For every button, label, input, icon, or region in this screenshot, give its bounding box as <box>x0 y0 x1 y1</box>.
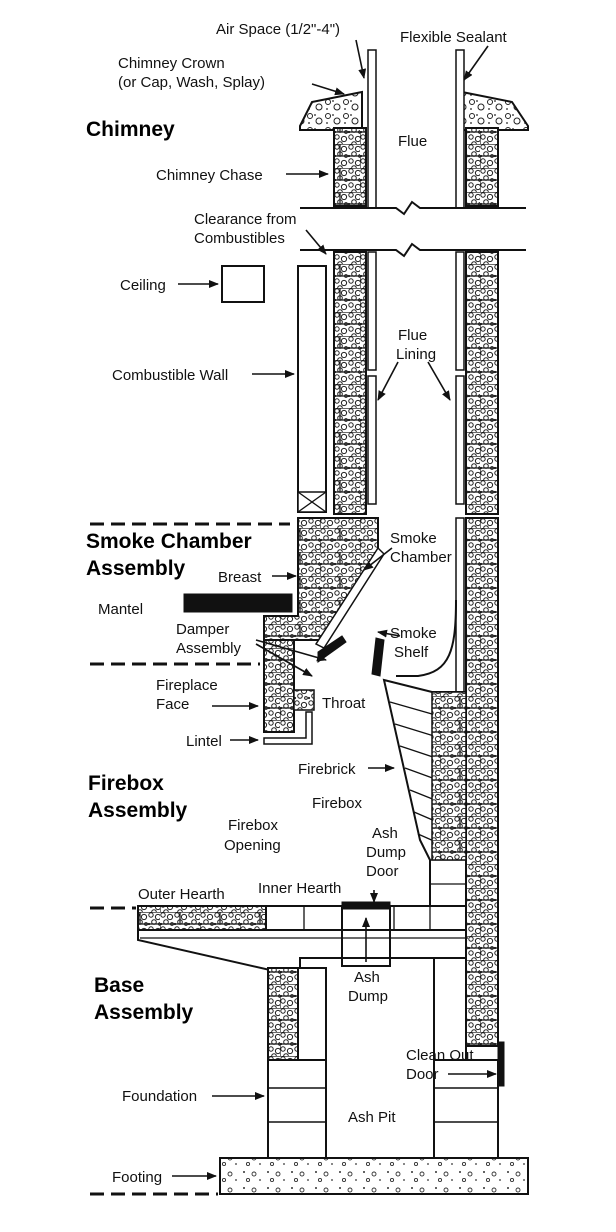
label-firebox-opening-2: Opening <box>224 837 281 854</box>
label-ash-dump-door-3: Door <box>366 863 399 880</box>
wall-xbox <box>297 491 327 513</box>
foundation-left <box>267 1059 327 1161</box>
label-chimney-crown-1: Chimney Crown <box>118 55 225 72</box>
label-mantel: Mantel <box>98 601 143 618</box>
label-combustible-wall: Combustible Wall <box>112 367 228 384</box>
foundation-left-joints <box>268 1087 326 1123</box>
label-outer-hearth: Outer Hearth <box>138 886 225 903</box>
label-throat: Throat <box>322 695 366 712</box>
chimney-chase-left-lower <box>333 251 367 515</box>
section-chimney: Chimney <box>86 118 175 141</box>
outer-hearth-brick <box>137 905 267 931</box>
arrow-damper-2 <box>255 643 313 677</box>
arrow-flue-lining-left <box>377 361 399 401</box>
inner-hearth-joints <box>303 906 431 930</box>
label-ash-dump-2: Dump <box>348 988 388 1005</box>
arrow-clearance <box>305 229 327 255</box>
flue-liner-right-lower <box>455 251 465 371</box>
arrow-flue-lining-right <box>427 361 451 401</box>
chimney-chase-right-lower <box>465 251 499 515</box>
ceiling-shape <box>221 265 265 303</box>
label-clean-out-2: Door <box>406 1066 439 1083</box>
base-left-masonry <box>267 967 299 1061</box>
label-flue-lining-2: Lining <box>396 346 436 363</box>
chimney-chase-right <box>465 127 499 207</box>
label-clearance-2: Combustibles <box>194 230 285 247</box>
label-foundation: Foundation <box>122 1088 197 1105</box>
label-ash-pit: Ash Pit <box>348 1109 396 1126</box>
damper-flap <box>371 637 385 677</box>
arrow-flexible-sealant <box>463 45 489 81</box>
throat-block <box>293 689 315 711</box>
right-chimney-masonry <box>465 517 499 1047</box>
label-flue-lining-1: Flue <box>398 327 427 344</box>
label-chimney-chase: Chimney Chase <box>156 167 263 184</box>
label-breast: Breast <box>218 569 262 586</box>
chimney-crown-right <box>461 90 529 131</box>
label-smoke-shelf-1: Smoke <box>390 625 437 642</box>
label-ash-dump-door-2: Dump <box>366 844 406 861</box>
label-flexible-sealant: Flexible Sealant <box>400 29 508 46</box>
label-ash-dump-1: Ash <box>354 969 380 986</box>
arrow-smoke-shelf <box>377 629 401 638</box>
hearth-slab <box>137 929 467 971</box>
fireplace-face-masonry <box>263 639 295 733</box>
arrow-air-space <box>355 39 367 79</box>
arrow-crown <box>311 83 345 96</box>
mantel-shape <box>183 593 293 613</box>
label-clean-out-1: Clean Out <box>406 1047 474 1064</box>
footing-shape <box>219 1157 529 1195</box>
section-base-2: Assembly <box>94 1001 194 1024</box>
label-chimney-crown-2: (or Cap, Wash, Splay) <box>118 74 265 91</box>
section-firebox-2: Assembly <box>88 799 188 822</box>
section-smoke-chamber-2: Assembly <box>86 557 186 580</box>
label-ash-dump-door-1: Ash <box>372 825 398 842</box>
chimney-crown-left <box>299 90 363 131</box>
combustible-wall-shape <box>297 265 327 513</box>
label-fireplace-face-1: Fireplace <box>156 677 218 694</box>
label-lintel: Lintel <box>186 733 222 750</box>
break-line-bottom <box>300 242 526 258</box>
flue-liner-left-lower2 <box>367 375 377 505</box>
label-damper-1: Damper <box>176 621 229 638</box>
flue-liner-right-smoke <box>455 517 465 697</box>
base-left-inner <box>297 967 327 1061</box>
foundation-right-joints <box>434 1087 498 1123</box>
label-ceiling: Ceiling <box>120 277 166 294</box>
label-smoke-chamber-2: Chamber <box>390 549 452 566</box>
smoke-shelf-shape <box>396 599 457 677</box>
ash-dump-chute <box>341 905 391 967</box>
flue-liner-left-lower <box>367 251 377 371</box>
label-air-space: Air Space (1/2"-4") <box>216 21 340 38</box>
label-inner-hearth: Inner Hearth <box>258 880 341 897</box>
flue-liner-left-upper <box>367 49 377 209</box>
label-fireplace-face-2: Face <box>156 696 189 713</box>
label-firebrick: Firebrick <box>298 761 356 778</box>
label-damper-2: Assembly <box>176 640 242 657</box>
break-line-top <box>300 200 526 216</box>
lintel-shape <box>263 711 313 745</box>
section-base-1: Base <box>94 974 144 997</box>
label-firebox: Firebox <box>312 795 363 812</box>
foundation-right <box>433 1059 499 1161</box>
label-firebox-opening-1: Firebox <box>228 817 279 834</box>
arrow-damper <box>255 639 327 662</box>
label-smoke-chamber-1: Smoke <box>390 530 437 547</box>
flue-liner-right-lower2 <box>455 375 465 505</box>
firebox-back-masonry <box>431 691 467 861</box>
base-right-inner <box>433 957 467 1061</box>
label-smoke-shelf-2: Shelf <box>394 644 429 661</box>
flue-liner-right-upper <box>455 49 465 209</box>
arrow-smoke-chamber <box>363 547 393 571</box>
label-clearance-1: Clearance from <box>194 211 297 228</box>
section-smoke-chamber-1: Smoke Chamber <box>86 530 252 553</box>
label-footing: Footing <box>112 1169 162 1186</box>
label-flue: Flue <box>398 133 427 150</box>
section-firebox-1: Firebox <box>88 772 164 795</box>
chimney-chase-left <box>333 127 367 207</box>
